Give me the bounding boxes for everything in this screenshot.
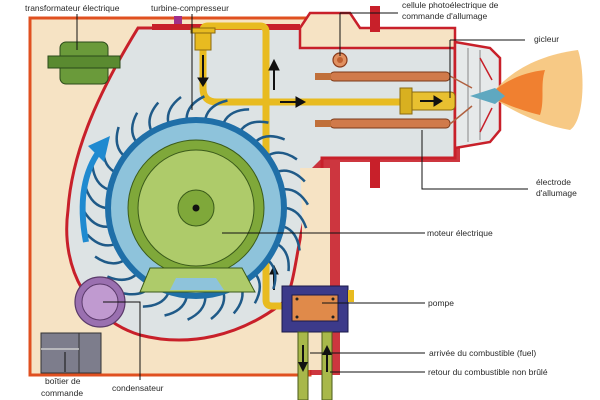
- fan-blades: [82, 95, 310, 321]
- fan-blade: [94, 255, 124, 265]
- top-stub: [174, 16, 182, 24]
- label-retour: retour du combustible non brûlé: [428, 367, 548, 377]
- fan-blade: [204, 99, 228, 119]
- fan-blade: [283, 188, 310, 206]
- flame-core: [488, 70, 545, 115]
- fan-blade: [164, 297, 188, 317]
- air-pipe: [199, 22, 405, 310]
- label-boitier-1: boîtier de: [45, 376, 81, 386]
- fan-blade: [285, 206, 308, 229]
- motor-shaft: [192, 204, 200, 212]
- fan-blade: [142, 292, 170, 308]
- leader-lines: [64, 12, 528, 380]
- label-condensateur: condensateur: [112, 383, 164, 393]
- label-gicleur: gicleur: [534, 34, 560, 44]
- label-cellule-1: cellule photoélectrique de: [402, 0, 499, 10]
- label-boitier-2: commande: [41, 388, 84, 398]
- fan-blade: [255, 134, 286, 143]
- label-transformateur: transformateur électrique: [25, 3, 120, 13]
- fan-blade: [148, 101, 160, 131]
- fan-blade: [277, 169, 306, 183]
- label-cellule-2: commande d'allumage: [402, 11, 488, 21]
- label-electrode-2: d'allumage: [536, 188, 577, 198]
- fan-blade: [91, 165, 109, 191]
- fan-blade: [84, 187, 107, 210]
- electrode-lower: [329, 118, 451, 129]
- fan-blade: [210, 293, 226, 320]
- fan-blade: [130, 112, 139, 142]
- label-pompe: pompe: [428, 298, 454, 308]
- fan-blade: [86, 233, 115, 247]
- fan-blade: [115, 126, 125, 156]
- fan-blade: [277, 243, 290, 272]
- label-electrode-1: électrode: [536, 177, 571, 187]
- label-arrivee: arrivée du combustible (fuel): [429, 348, 537, 358]
- fan-blade: [106, 273, 137, 282]
- fan-blade: [240, 120, 269, 131]
- fan-blade: [268, 151, 298, 161]
- electrode-upper: [329, 71, 451, 82]
- fan-blade: [187, 297, 207, 321]
- top-chimney: [370, 6, 380, 32]
- fan-blade: [82, 210, 109, 228]
- rotation-arrow: [79, 148, 103, 243]
- fan-blade: [253, 274, 262, 304]
- fan-blade: [185, 95, 205, 119]
- flame-blue: [470, 88, 505, 104]
- control-box: [40, 332, 102, 374]
- fan-blade: [267, 260, 277, 290]
- fan-blade: [166, 96, 182, 123]
- label-moteur: moteur électrique: [427, 228, 493, 238]
- fan-blade: [283, 225, 301, 251]
- turbine-block: [194, 31, 212, 51]
- fan-blade: [222, 108, 250, 124]
- label-turbine: turbine-compresseur: [151, 3, 229, 13]
- lower-stub: [370, 158, 380, 188]
